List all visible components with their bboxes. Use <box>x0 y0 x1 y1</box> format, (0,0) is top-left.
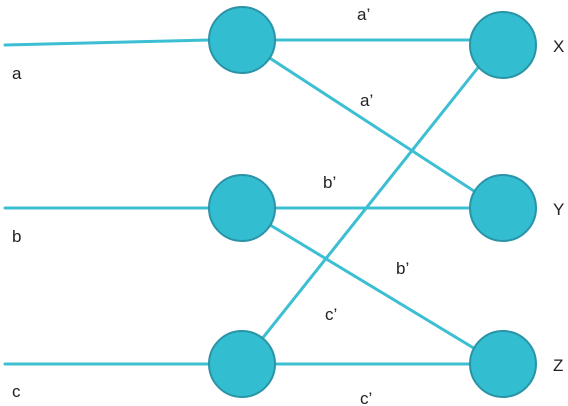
edge-label-b-to-y: b’ <box>323 173 336 192</box>
node-y <box>469 174 537 242</box>
input-label-a: a <box>12 64 22 83</box>
output-label-x: X <box>553 37 564 56</box>
node-a <box>208 6 276 74</box>
edge-a-to-y <box>240 38 502 210</box>
edge-c-to-x <box>240 38 502 366</box>
node-x <box>469 11 537 79</box>
node-c <box>208 330 276 398</box>
input-label-b: b <box>12 227 21 246</box>
input-label-c: c <box>12 382 21 401</box>
output-label-z: Z <box>553 356 563 375</box>
edge-label-a-to-x: a’ <box>357 5 370 24</box>
edge-label-c-to-z: c’ <box>360 389 372 406</box>
edge-label-c-to-x: c’ <box>325 305 337 324</box>
node-z <box>469 330 537 398</box>
node-b <box>208 174 276 242</box>
output-label-y: Y <box>553 200 564 219</box>
input-line-a <box>3 38 212 47</box>
edge-label-a-to-y: a’ <box>360 91 373 110</box>
edge-b-to-z <box>240 206 502 366</box>
edge-label-b-to-z: b’ <box>396 259 409 278</box>
